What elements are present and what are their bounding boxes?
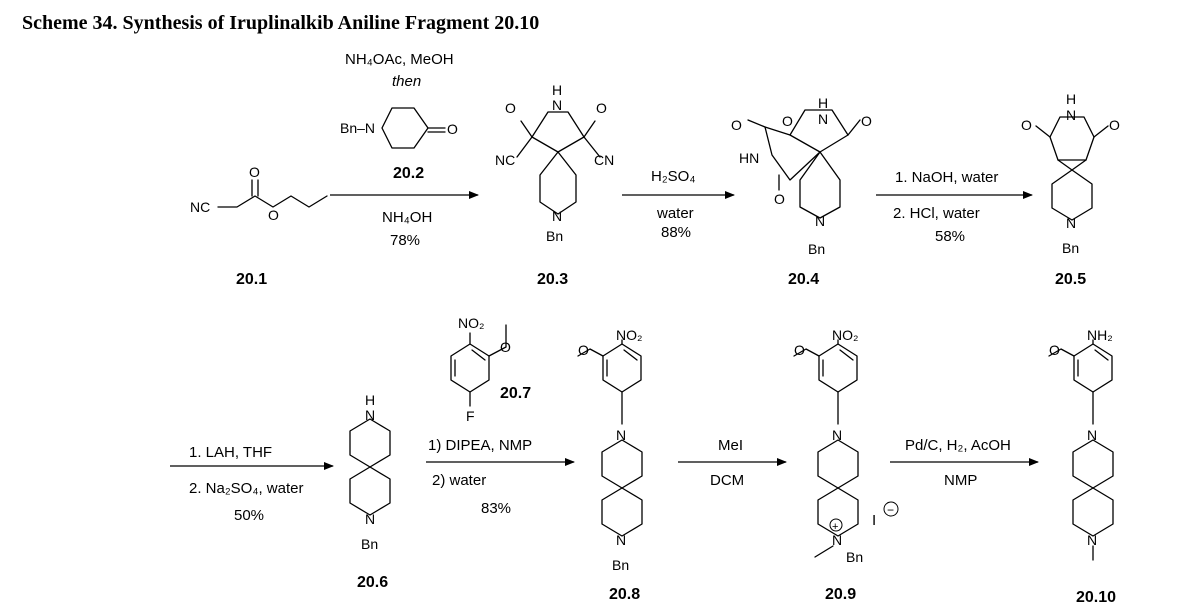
piperidine-n: N [552, 208, 562, 224]
compound-label-20-4: 20.4 [788, 271, 819, 288]
compound-label-20-6: 20.6 [357, 574, 388, 591]
ester-o-label: O [268, 207, 279, 223]
compound-20-3-structure: O O H N NC CN N Bn [495, 82, 614, 244]
imide-h: H [552, 82, 562, 98]
compound-20-8-structure: NO₂ O N N Bn [577, 327, 643, 573]
step1-reagent-1: NH₄OAc, MeOH [345, 51, 454, 68]
step6-reagent: MeI [718, 437, 743, 454]
compound-20-2-structure: Bn–N O [340, 107, 458, 149]
imide-o-right: O [1109, 117, 1120, 133]
ketone-o-label: O [447, 121, 458, 137]
benzyl-n-label: Bn–N [340, 120, 375, 136]
piperidine-n: N [616, 532, 626, 548]
o-3: O [861, 113, 872, 129]
imide-o-left: O [1021, 117, 1032, 133]
compound-label-20-3: 20.3 [537, 271, 568, 288]
iodide-label: I [872, 512, 876, 529]
nitro-label: NO₂ [458, 315, 484, 331]
imide-n: N [552, 97, 562, 113]
compound-20-5-structure: O O H N N Bn [1021, 91, 1120, 256]
step7-solvent: NMP [944, 472, 977, 489]
imide-h: H [1066, 91, 1076, 107]
nitrile-right: CN [594, 152, 614, 168]
scheme-title: Scheme 34. Synthesis of Iruplinalkib Ani… [22, 12, 539, 34]
imide-o-left: O [505, 100, 516, 116]
imide-n: N [818, 111, 828, 127]
benzyl-label: Bn [361, 536, 378, 552]
compound-label-20-7: 20.7 [500, 385, 531, 402]
compound-20-1-structure: NC O O [190, 164, 328, 223]
piperidine-n: N [365, 511, 375, 527]
compound-20-7-structure: NO₂ O F [450, 315, 511, 424]
compound-label-20-8: 20.8 [609, 586, 640, 603]
step4-yield: 50% [234, 507, 264, 524]
piperidine-n: N [1066, 215, 1076, 231]
compound-label-20-5: 20.5 [1055, 271, 1086, 288]
benzyl-label: Bn [546, 228, 563, 244]
compound-label-20-2: 20.2 [393, 165, 424, 182]
amine-label: NH₂ [1087, 327, 1113, 343]
anion-charge: − [887, 503, 894, 517]
nitrile-left: NC [495, 152, 515, 168]
step5-reagent-2: 2) water [432, 472, 486, 489]
methoxy-o: O [500, 339, 511, 355]
benzyl-label: Bn [846, 549, 863, 565]
step3-yield: 58% [935, 228, 965, 245]
o-4: O [774, 191, 785, 207]
methoxy-o: O [794, 342, 805, 358]
nh-h: H [365, 392, 375, 408]
step2-solvent: water [656, 205, 694, 222]
step4-reagent-1: 1. LAH, THF [189, 444, 272, 461]
aryl-n: N [832, 427, 842, 443]
benzyl-label: Bn [612, 557, 629, 573]
step3-reagent-1: 1. NaOH, water [895, 169, 998, 186]
piperidine-n: N [815, 213, 825, 229]
imide-o-right: O [596, 100, 607, 116]
methoxy-o: O [1049, 342, 1060, 358]
benzyl-label: Bn [808, 241, 825, 257]
nitro-label: NO₂ [616, 327, 642, 343]
piperidine-n: N [1087, 532, 1097, 548]
ammonium-n: N [832, 532, 842, 548]
compound-label-20-9: 20.9 [825, 586, 856, 603]
o-2: O [782, 113, 793, 129]
step5-yield: 83% [481, 500, 511, 517]
step1-reagent-then: then [392, 73, 421, 90]
carbonyl-o-label: O [249, 164, 260, 180]
cation-charge-circle [829, 518, 843, 532]
imide-n: N [1066, 107, 1076, 123]
step2-reagent: H₂SO₄ [651, 168, 695, 185]
nh-n: N [365, 407, 375, 423]
o-1: O [731, 117, 742, 133]
compound-20-4-structure: O O O O H N HN N Bn [731, 95, 872, 257]
step3-reagent-2: 2. HCl, water [893, 205, 980, 222]
compound-20-6-structure: H N N Bn [349, 392, 391, 552]
compound-20-10-structure: NH₂ O N N [1048, 327, 1114, 561]
imide-hn: HN [739, 150, 759, 166]
step7-reagent: Pd/C, H₂, AcOH [905, 437, 1011, 454]
compound-20-9-structure: + NO₂ O N N Bn I − [793, 327, 899, 565]
step4-reagent-2: 2. Na₂SO₄, water [189, 480, 304, 497]
aryl-n: N [616, 427, 626, 443]
methoxy-o: O [578, 342, 589, 358]
step5-reagent-1: 1) DIPEA, NMP [428, 437, 532, 454]
step6-solvent: DCM [710, 472, 744, 489]
step1-reagent-2: NH₄OH [382, 209, 432, 226]
step2-yield: 88% [661, 224, 691, 241]
compound-label-20-1: 20.1 [236, 271, 267, 288]
imide-h: H [818, 95, 828, 111]
fluoro-label: F [466, 408, 475, 424]
nitro-label: NO₂ [832, 327, 858, 343]
step1-yield: 78% [390, 232, 420, 249]
anion-charge-circle [883, 501, 899, 517]
compound-label-20-10: 20.10 [1076, 589, 1116, 606]
nitrile-label: NC [190, 199, 210, 215]
aryl-n: N [1087, 427, 1097, 443]
benzyl-label: Bn [1062, 240, 1079, 256]
cation-charge: + [832, 521, 838, 533]
